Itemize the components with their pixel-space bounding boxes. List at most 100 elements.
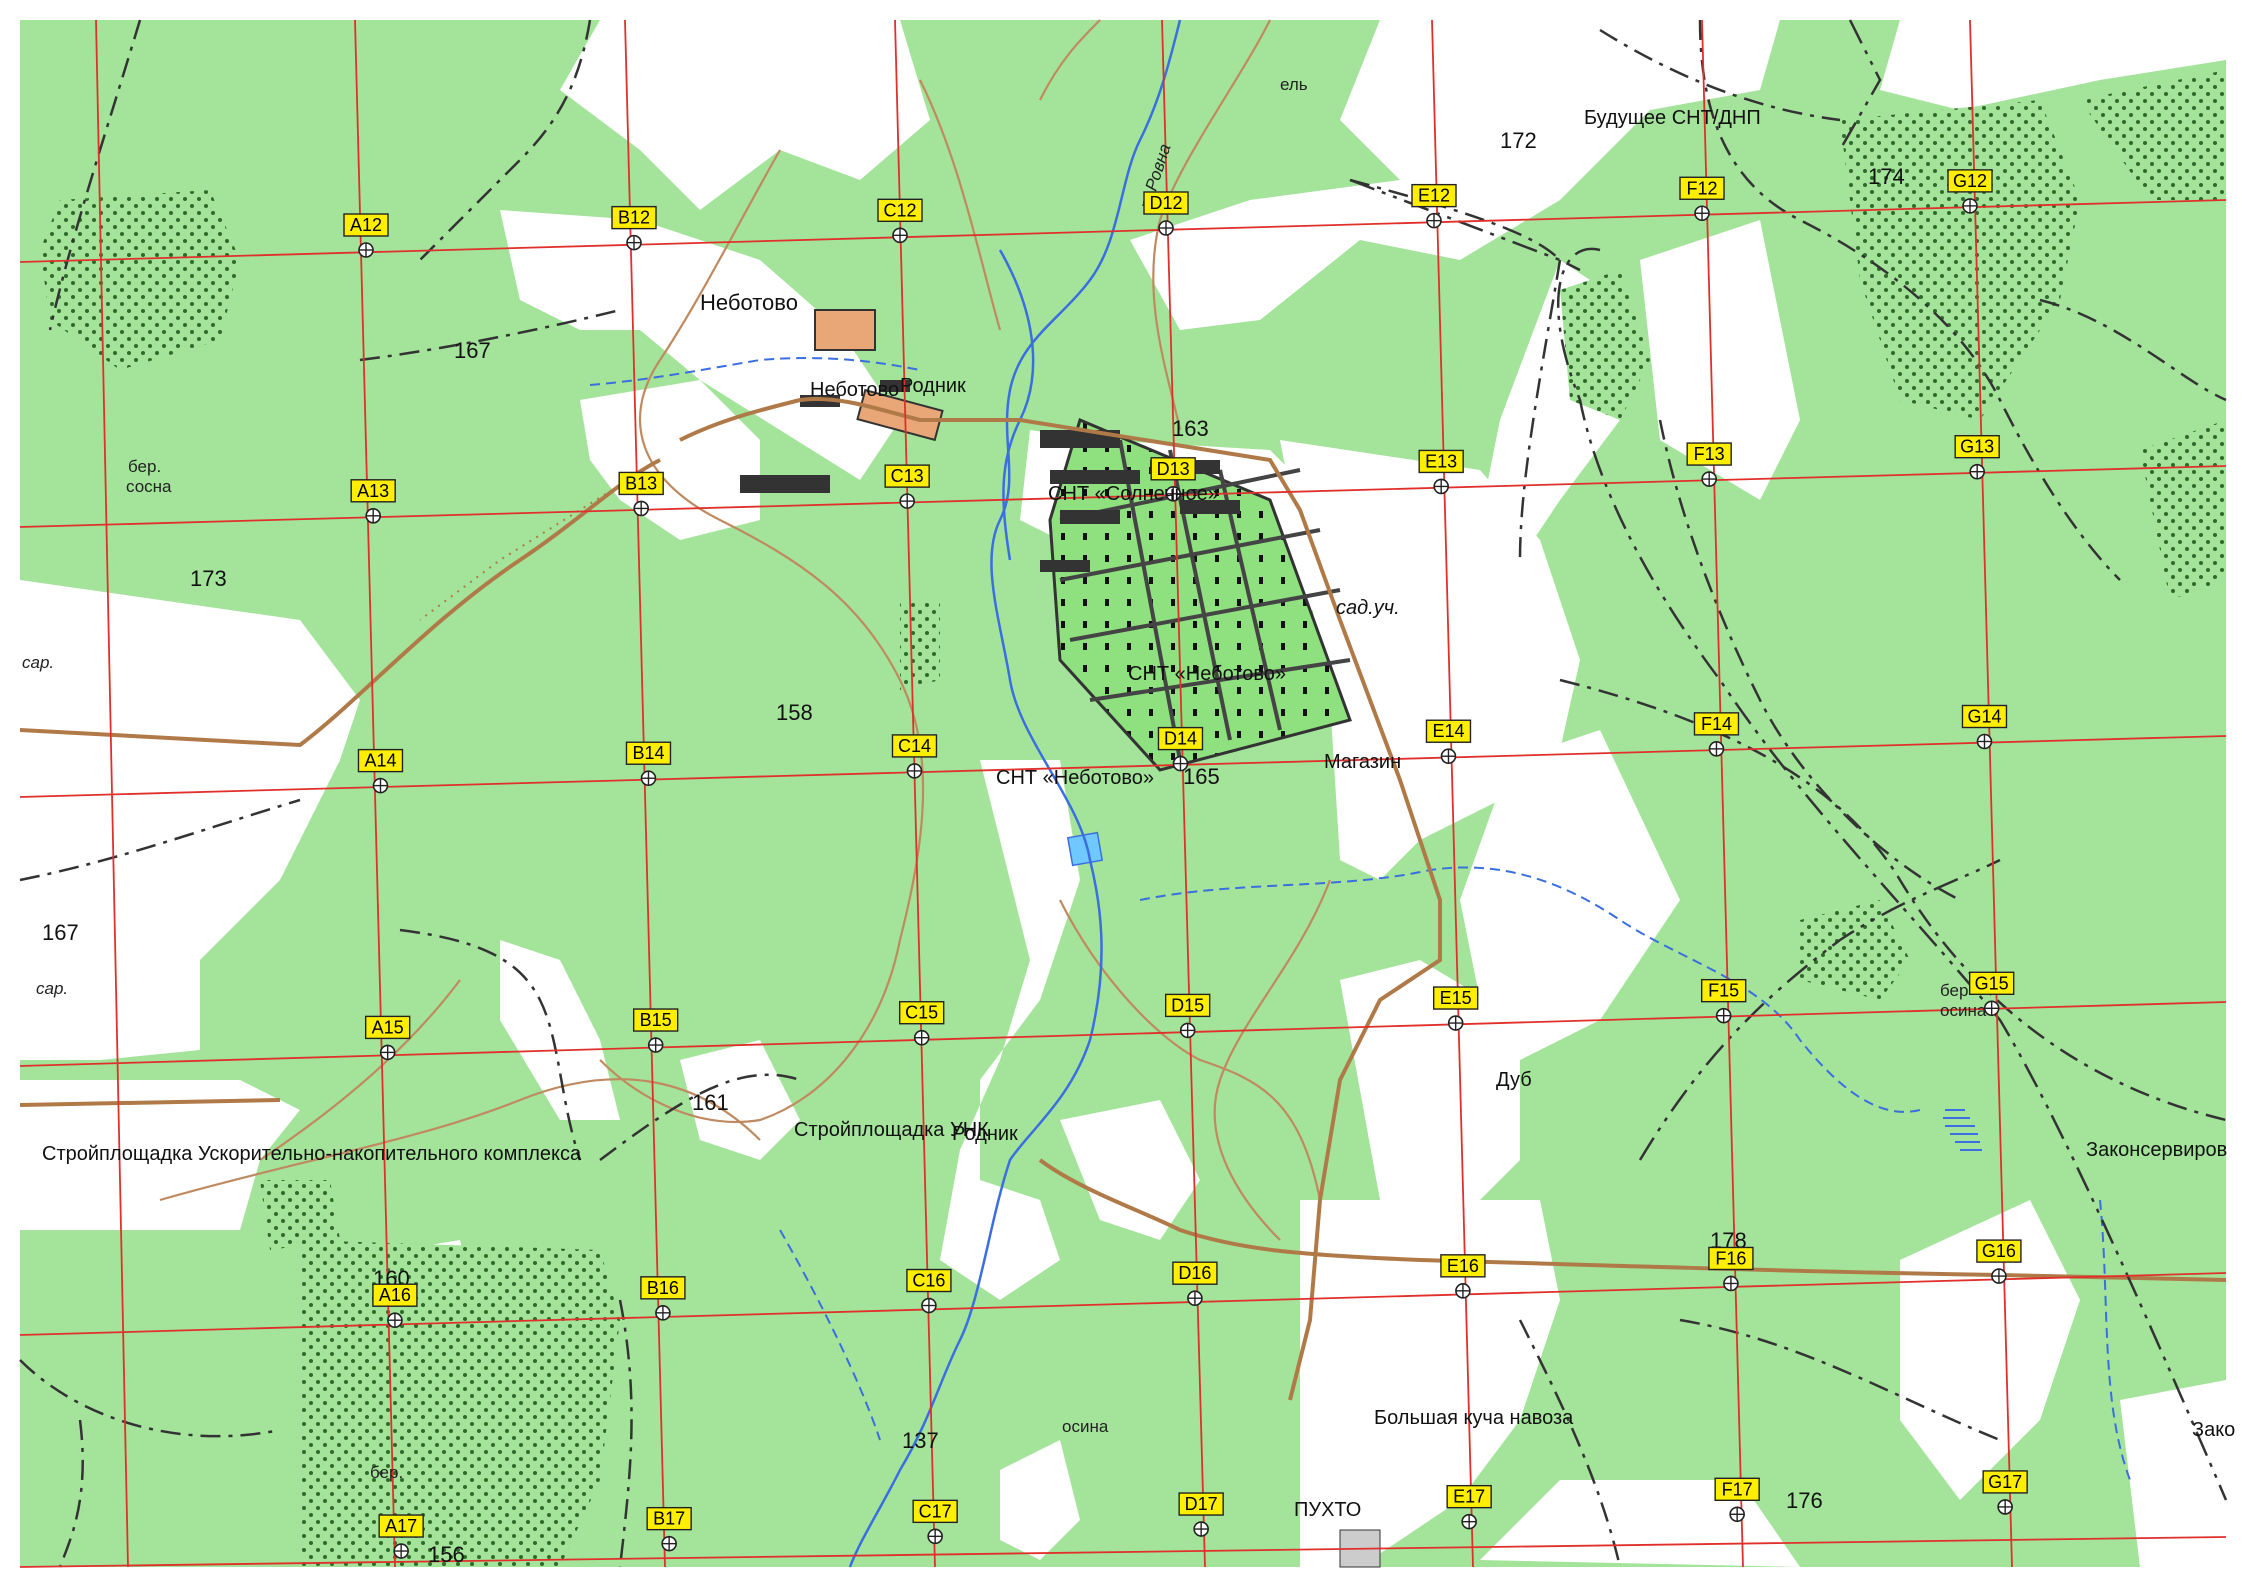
grid-label-f17[interactable]: F17 bbox=[1714, 1477, 1760, 1501]
label-kucha[interactable]: Большая куча навоза bbox=[1374, 1407, 1574, 1429]
grid-label-a14[interactable]: A14 bbox=[357, 748, 404, 773]
svg-text:B15: B15 bbox=[640, 1010, 672, 1030]
grid-label-d12[interactable]: D12 bbox=[1143, 191, 1189, 215]
svg-text:F14: F14 bbox=[1701, 714, 1732, 734]
svg-text:B14: B14 bbox=[632, 743, 664, 763]
label-stroy-ukk[interactable]: Стройплощадка Ускорительно-накопительног… bbox=[42, 1143, 582, 1165]
label-zakonserv[interactable]: Законсервиров bbox=[2086, 1139, 2227, 1161]
label-stroy-unk[interactable]: Стройплощадка УНК bbox=[794, 1119, 989, 1141]
grid-label-d13[interactable]: D13 bbox=[1150, 457, 1196, 481]
grid-label-e12[interactable]: E12 bbox=[1411, 183, 1457, 208]
svg-text:F15: F15 bbox=[1708, 981, 1739, 1001]
label-rodnik-south[interactable]: Родник bbox=[952, 1123, 1018, 1145]
grid-label-a17[interactable]: A17 bbox=[378, 1514, 424, 1538]
grid-label-f14[interactable]: F14 bbox=[1693, 712, 1740, 736]
label-ber-2: бер bbox=[1940, 981, 1968, 1000]
label-future-snt[interactable]: Будущее СНТ/ДНП bbox=[1584, 107, 1761, 129]
grid-marker-g14 bbox=[1976, 733, 1993, 750]
grid-label-c13[interactable]: C13 bbox=[884, 464, 930, 488]
grid-marker-a15 bbox=[379, 1044, 396, 1061]
grid-marker-a17 bbox=[393, 1543, 409, 1559]
grid-label-c16[interactable]: C16 bbox=[906, 1268, 952, 1293]
grid-label-c15[interactable]: C15 bbox=[898, 1001, 945, 1025]
svg-text:A17: A17 bbox=[385, 1516, 417, 1536]
elevation-161: 161 bbox=[692, 1090, 729, 1115]
grid-marker-c13 bbox=[899, 493, 915, 509]
grid-marker-g15 bbox=[1983, 1000, 2000, 1017]
grid-label-g12[interactable]: G12 bbox=[1947, 169, 1993, 193]
label-zako[interactable]: Зако bbox=[2192, 1419, 2235, 1441]
grid-marker-c16 bbox=[921, 1297, 937, 1314]
grid-label-b13[interactable]: B13 bbox=[618, 471, 664, 496]
grid-label-g16[interactable]: G16 bbox=[1976, 1239, 2022, 1263]
label-pukhto[interactable]: ПУХТО bbox=[1294, 1499, 1361, 1521]
marsh bbox=[1943, 1109, 1982, 1151]
svg-text:D12: D12 bbox=[1149, 193, 1182, 213]
label-nebotovo-village[interactable]: Неботово bbox=[700, 290, 798, 315]
grid-label-c17[interactable]: C17 bbox=[912, 1499, 958, 1524]
grid-marker-g13 bbox=[1969, 463, 1985, 480]
grid-label-e16[interactable]: E16 bbox=[1440, 1254, 1486, 1278]
grid-marker-f12 bbox=[1694, 205, 1710, 222]
grid-label-a16[interactable]: A16 bbox=[372, 1283, 418, 1307]
label-snt-nebotovo-1[interactable]: СНТ «Неботово» bbox=[1128, 663, 1286, 685]
dotted-forest-patches bbox=[40, 70, 2226, 1567]
snt-solnechnoe-buildings bbox=[1040, 430, 1240, 572]
label-rodnik-north[interactable]: Родник bbox=[900, 375, 966, 397]
grid-label-g14[interactable]: G14 bbox=[1961, 704, 2008, 729]
grid-label-b15[interactable]: B15 bbox=[632, 1008, 679, 1032]
grid-label-b16[interactable]: B16 bbox=[640, 1276, 686, 1300]
grid-marker-e14 bbox=[1440, 748, 1457, 765]
grid-label-c12[interactable]: C12 bbox=[877, 198, 923, 223]
svg-text:A13: A13 bbox=[357, 481, 389, 501]
grid-label-g15[interactable]: G15 bbox=[1968, 971, 2015, 995]
svg-text:F16: F16 bbox=[1715, 1248, 1746, 1268]
grid-label-f13[interactable]: F13 bbox=[1686, 442, 1732, 466]
grid-label-e14[interactable]: E14 bbox=[1425, 719, 1472, 743]
grid-marker-d16 bbox=[1187, 1290, 1203, 1307]
grid-label-f15[interactable]: F15 bbox=[1700, 978, 1747, 1003]
svg-text:F13: F13 bbox=[1694, 444, 1725, 464]
elevation-labels: 167 173 167 158 163 165 161 160 156 137 … bbox=[42, 128, 1905, 1567]
label-nebotovo-small[interactable]: Неботово bbox=[810, 379, 899, 401]
grid-marker-d14 bbox=[1172, 755, 1189, 772]
grid-label-b12[interactable]: B12 bbox=[611, 205, 657, 230]
label-sad-uch: сад.уч. bbox=[1336, 597, 1400, 619]
label-magazin[interactable]: Магазин bbox=[1324, 751, 1401, 773]
svg-text:G15: G15 bbox=[1975, 973, 2009, 993]
label-osina: осина bbox=[1062, 1417, 1109, 1436]
svg-text:G13: G13 bbox=[1960, 437, 1994, 457]
grid-marker-b17 bbox=[661, 1535, 677, 1552]
contour-lines bbox=[159, 19, 1332, 1241]
label-sar-1: сар. bbox=[22, 653, 54, 672]
grid-marker-d15 bbox=[1179, 1022, 1196, 1039]
grid-label-d14[interactable]: D14 bbox=[1157, 726, 1204, 751]
svg-text:C12: C12 bbox=[883, 200, 916, 220]
svg-text:E17: E17 bbox=[1453, 1487, 1485, 1507]
grid-label-e15[interactable]: E15 bbox=[1432, 986, 1479, 1010]
grid-label-d17[interactable]: D17 bbox=[1178, 1492, 1224, 1516]
grid-label-f16[interactable]: F16 bbox=[1708, 1246, 1754, 1271]
svg-text:E12: E12 bbox=[1418, 186, 1450, 206]
grid-marker-f16 bbox=[1723, 1275, 1739, 1292]
grid-marker-b14 bbox=[640, 770, 657, 787]
grid-label-f12[interactable]: F12 bbox=[1679, 176, 1725, 200]
grid-label-g17[interactable]: G17 bbox=[1982, 1470, 2028, 1494]
grid-label-a12[interactable]: A12 bbox=[343, 213, 389, 237]
grid-label-c14[interactable]: C14 bbox=[891, 734, 938, 758]
grid-label-a13[interactable]: A13 bbox=[350, 479, 396, 503]
svg-text:D17: D17 bbox=[1185, 1494, 1218, 1514]
elevation-173: 173 bbox=[190, 566, 227, 591]
grid-label-e17[interactable]: E17 bbox=[1446, 1484, 1492, 1509]
grid-label-b17[interactable]: B17 bbox=[646, 1506, 692, 1531]
grid-label-d16[interactable]: D16 bbox=[1172, 1261, 1218, 1285]
label-snt-solnechnoe[interactable]: СНТ «Солнечное» bbox=[1048, 483, 1219, 505]
grid-label-b14[interactable]: B14 bbox=[625, 741, 672, 765]
label-snt-nebotovo-2[interactable]: СНТ «Неботово» bbox=[996, 767, 1154, 789]
grid-label-g13[interactable]: G13 bbox=[1954, 434, 2000, 459]
grid-label-a15[interactable]: A15 bbox=[364, 1015, 411, 1040]
grid-label-e13[interactable]: E13 bbox=[1418, 449, 1464, 474]
label-dub[interactable]: Дуб bbox=[1496, 1069, 1532, 1091]
grid-label-d15[interactable]: D15 bbox=[1164, 993, 1211, 1018]
